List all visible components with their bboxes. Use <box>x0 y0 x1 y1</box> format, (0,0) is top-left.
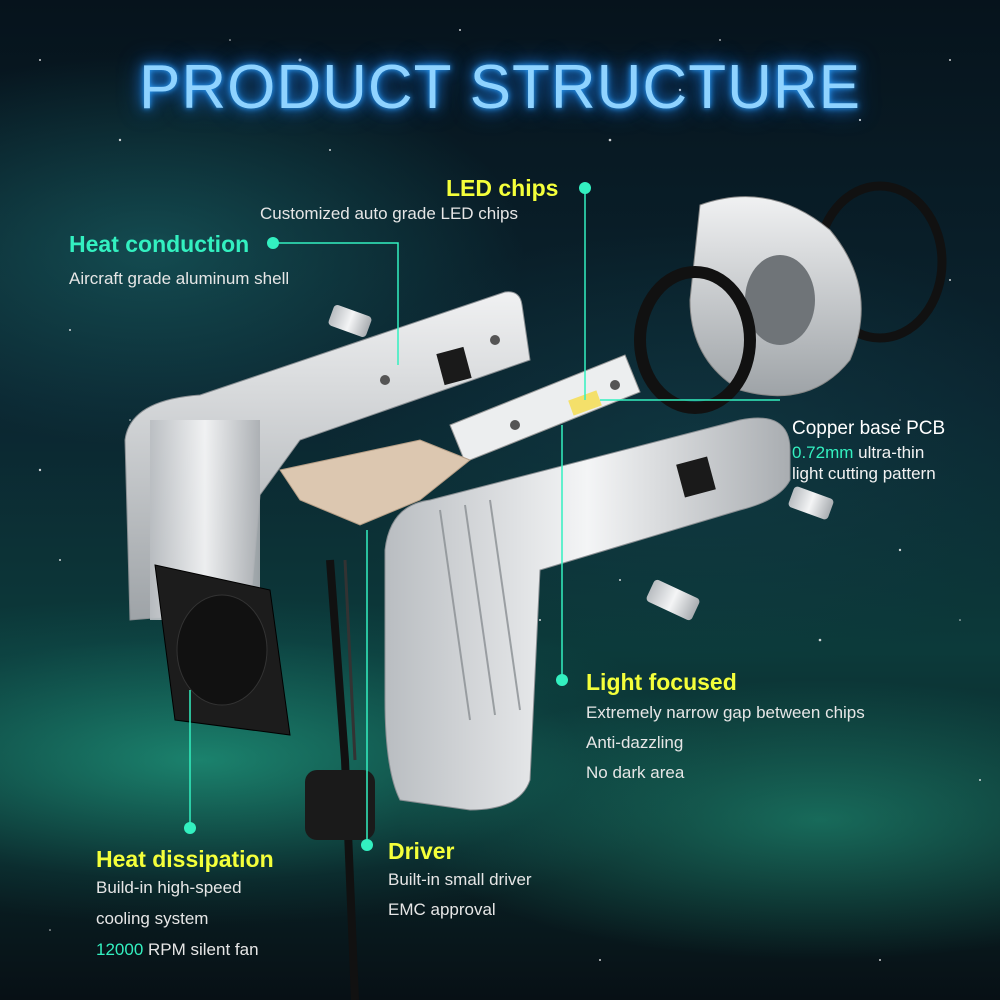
copper-pcb-line1: 0.72mm ultra-thin <box>792 441 924 464</box>
heat-dissipation-heading: Heat dissipation <box>96 846 274 872</box>
light-focused-line-3: No dark area <box>586 763 685 782</box>
adapter-ring <box>634 181 947 414</box>
driver-heading: Driver <box>388 838 455 864</box>
copper-pcb-line2: light cutting pattern <box>792 464 936 483</box>
driver-line-2: EMC approval <box>388 900 496 919</box>
callout-lines <box>189 188 780 845</box>
pcb-thickness-value: 0.72mm <box>792 443 854 462</box>
copper-pcb <box>449 354 641 463</box>
callout-dots <box>184 182 591 851</box>
light-focused-line-1: Extremely narrow gap between chips <box>586 703 865 722</box>
cable <box>305 559 375 1000</box>
fan-rpm-suffix: RPM silent fan <box>143 940 259 959</box>
fan-icon <box>154 564 291 736</box>
led-chips-heading: LED chips <box>446 175 559 201</box>
heat-conduction-heading: Heat conduction <box>69 231 250 257</box>
heat-dissipation-line-3: 12000 RPM silent fan <box>96 935 259 965</box>
copper-pcb-heading: Copper base PCB <box>792 418 946 439</box>
page-title: PRODUCT STRUCTURE <box>139 53 861 122</box>
heat-conduction-desc: Aircraft grade aluminum shell <box>69 269 290 288</box>
pcb-thickness-suffix: ultra-thin <box>853 443 925 462</box>
front-shell <box>384 417 791 811</box>
led-chips-desc: Customized auto grade LED chips <box>260 204 518 223</box>
heat-dissipation-line-1: Build-in high-speed <box>96 878 242 897</box>
heat-dissipation-line-2: cooling system <box>96 909 209 928</box>
light-focused-heading: Light focused <box>586 669 737 695</box>
light-focused-line-2: Anti-dazzling <box>586 733 684 752</box>
driver-board <box>279 439 471 526</box>
screw-icon <box>328 304 834 621</box>
driver-line-1: Built-in small driver <box>388 870 532 889</box>
fan-rpm-value: 12000 <box>96 940 144 959</box>
